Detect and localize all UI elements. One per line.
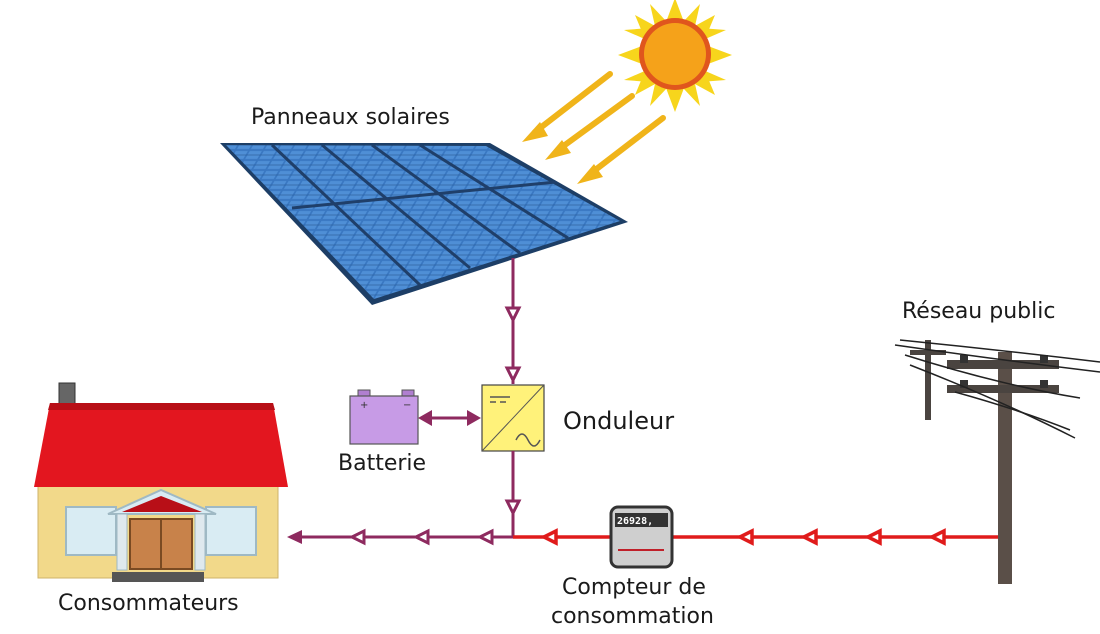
- dc-line-panels-inverter: [504, 258, 522, 384]
- label-public-grid: Réseau public: [902, 299, 1056, 324]
- label-consumers: Consommateurs: [58, 591, 239, 616]
- house-icon: [34, 382, 288, 582]
- sun-icon: [618, 0, 732, 112]
- label-inverter: Onduleur: [563, 407, 675, 435]
- meter-icon: 26928,: [609, 505, 674, 569]
- svg-text:−: −: [403, 400, 411, 411]
- solar-panel-icon: [220, 143, 628, 305]
- label-meter-line2: consommation: [551, 604, 714, 629]
- label-meter-line1: Compteur de: [562, 575, 706, 600]
- ac-line-inverter-junction: [504, 451, 522, 537]
- label-solar-panels: Panneaux solaires: [251, 105, 450, 130]
- battery-icon: + −: [349, 389, 419, 445]
- label-battery: Batterie: [338, 451, 427, 476]
- meter-reading: 26928,: [617, 516, 653, 527]
- battery-inverter-link: [418, 410, 481, 426]
- grid-line: [513, 528, 1003, 546]
- sunlight-arrows: [522, 71, 666, 184]
- utility-pole-icon: [894, 339, 1100, 584]
- svg-text:+: +: [360, 400, 368, 411]
- inverter-icon: [481, 384, 545, 452]
- line-to-consumers: [287, 528, 513, 546]
